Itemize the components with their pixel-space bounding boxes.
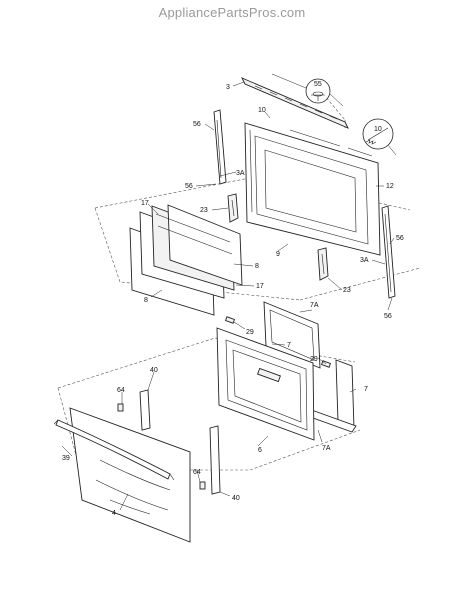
top-vent-trim-part xyxy=(241,77,349,129)
part-label: 56 xyxy=(185,183,193,190)
door-hinge-right xyxy=(317,247,329,281)
site-watermark: AppliancePartsPros.com xyxy=(158,5,306,20)
part-label: 23 xyxy=(343,287,351,294)
outer-door-panel xyxy=(69,407,191,543)
door-hinge-left xyxy=(227,193,239,223)
door-bracket-upper xyxy=(139,389,151,431)
inner-door-liner xyxy=(244,122,381,256)
part-label: 8 xyxy=(255,263,259,270)
part-label: 3A xyxy=(360,257,369,264)
part-label: 29 xyxy=(246,329,254,336)
part-label: 12 xyxy=(386,183,394,190)
door-handle xyxy=(53,419,175,481)
part-label: 8 xyxy=(144,297,148,304)
right-door-trim-strip xyxy=(381,205,396,299)
part-label: 29 xyxy=(310,356,318,363)
door-frame-side-right xyxy=(335,359,355,429)
part-label: 3 xyxy=(226,84,230,91)
door-spacer-frame xyxy=(216,327,315,441)
part-label: 7 xyxy=(287,342,291,349)
part-label: 7A xyxy=(310,302,319,309)
part-label: 7 xyxy=(364,386,368,393)
part-label: 56 xyxy=(193,121,201,128)
part-label: 10 xyxy=(258,107,266,114)
part-number-labels: 3 55 10 10 56 3A 56 12 17 23 8 9 17 23 8… xyxy=(62,81,404,517)
part-label: 55 xyxy=(314,81,322,88)
part-label: 6 xyxy=(258,447,262,454)
part-label: 64 xyxy=(193,469,201,476)
part-label: 23 xyxy=(200,207,208,214)
part-label: 10 xyxy=(374,126,382,133)
hinge-pin-detail-callout xyxy=(362,118,397,156)
part-label: 9 xyxy=(276,251,280,258)
door-bracket-lower xyxy=(209,425,221,495)
spacer-bracket-upper xyxy=(224,316,236,324)
part-label: 40 xyxy=(150,367,158,374)
part-label: 40 xyxy=(232,495,240,502)
part-label: 7A xyxy=(322,445,331,452)
part-label: 4 xyxy=(112,510,116,517)
part-label: 17 xyxy=(256,283,264,290)
part-label: 17 xyxy=(141,200,149,207)
part-label: 3A xyxy=(236,170,245,177)
label-leader-lines xyxy=(61,81,395,511)
part-label: 56 xyxy=(384,313,392,320)
door-frame-side-left xyxy=(263,301,321,369)
screw-detail-callout xyxy=(271,73,344,107)
part-label: 64 xyxy=(117,387,125,394)
part-label: 56 xyxy=(396,235,404,242)
part-label: 39 xyxy=(62,455,70,462)
door-clip-lower xyxy=(199,481,206,490)
glass-pane-group xyxy=(129,204,243,316)
left-door-trim-strip xyxy=(213,109,227,185)
door-clip-upper xyxy=(117,403,124,412)
